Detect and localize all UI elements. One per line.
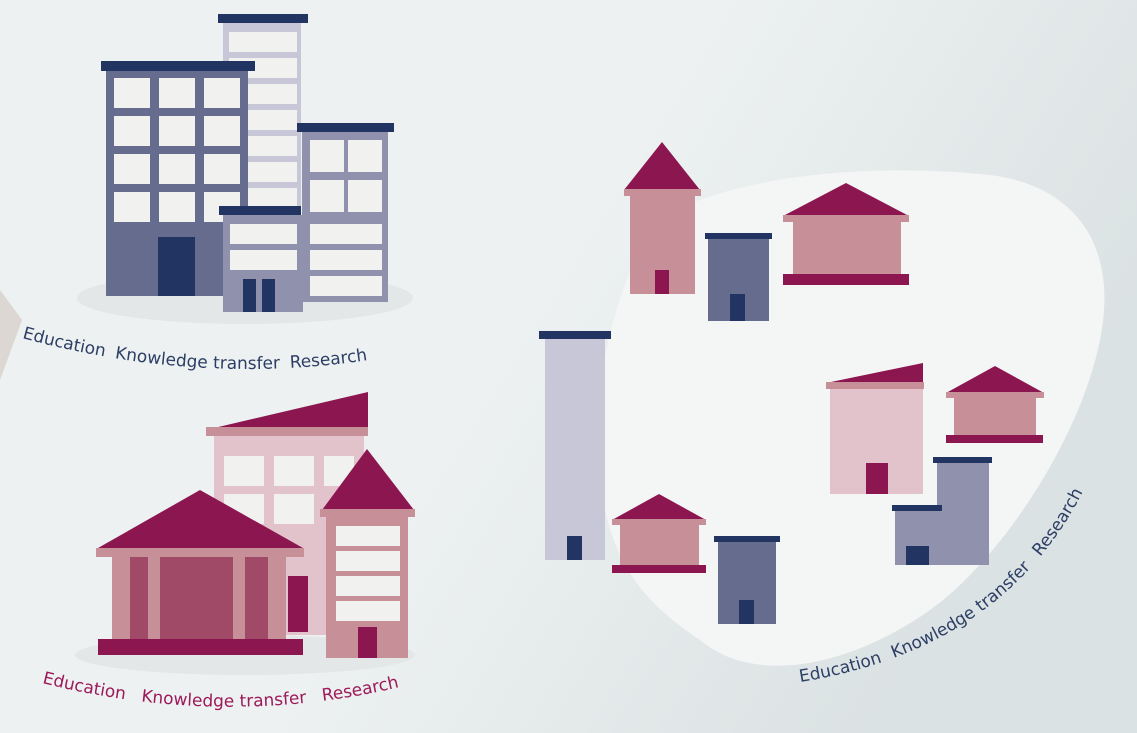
door — [866, 463, 888, 494]
house-pink-right — [946, 366, 1044, 443]
house-pink-small — [612, 494, 706, 573]
tower-lavender-tall — [539, 331, 611, 560]
building-right-slate — [297, 123, 394, 302]
door — [655, 270, 669, 294]
door — [358, 627, 377, 658]
house-pink-wide — [783, 183, 909, 285]
building-front-low — [219, 206, 303, 312]
door — [262, 279, 275, 312]
house-pink-tower — [624, 142, 701, 294]
front-low-windows — [230, 224, 297, 270]
main-slate-windows — [114, 78, 240, 222]
building-steeple-tower — [320, 449, 415, 658]
right-slate-windows — [310, 140, 382, 296]
house-slate-bottom — [714, 536, 780, 624]
door — [730, 294, 745, 321]
steeple-windows — [336, 526, 400, 621]
hall-columns — [112, 557, 286, 639]
building-slate-stepped — [892, 457, 992, 565]
door — [739, 600, 754, 624]
door — [243, 279, 256, 312]
building-classical-hall — [96, 490, 304, 655]
door — [567, 536, 582, 560]
door — [906, 546, 929, 565]
building-main-slate — [101, 61, 255, 296]
house-pink-light — [826, 363, 924, 494]
door — [288, 576, 308, 632]
arrow-chevron — [0, 290, 22, 380]
house-slate-small — [705, 233, 772, 321]
door — [158, 237, 195, 296]
